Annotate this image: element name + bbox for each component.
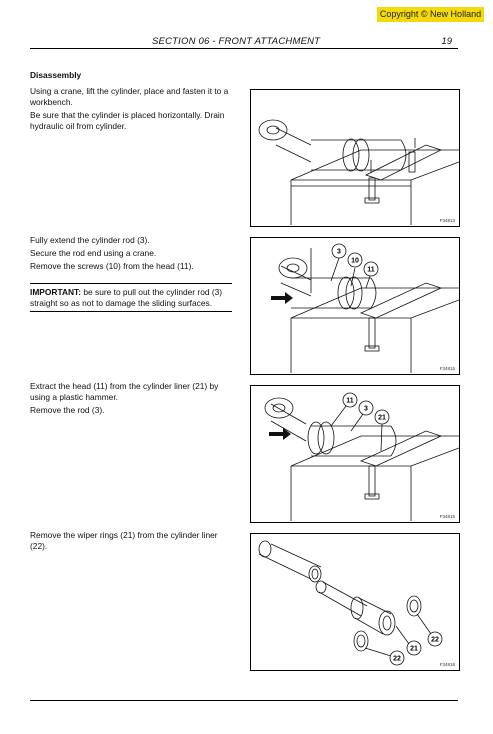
- figure-1: F34813: [250, 89, 460, 227]
- callout-3-circle: [331, 243, 347, 259]
- callout-11-circle: [342, 392, 358, 408]
- callout-22: 22: [431, 637, 439, 644]
- figure-4: 22 21 22 F34818: [250, 533, 460, 671]
- figure-4-drawing: 22 21 22: [258, 540, 443, 666]
- callout-11: 11: [367, 267, 375, 274]
- step-4-paragraph-1: Remove the wiper rings (21) from the cyl…: [30, 530, 218, 551]
- callout-21: 21: [378, 415, 386, 422]
- figure-4-code: F34818: [439, 662, 455, 667]
- step-2-paragraph-3: Remove the screws (10) from the head (11…: [30, 261, 194, 271]
- important-text: be sure to pull out the cylinder rod (3)…: [30, 287, 223, 308]
- callout-3: 3: [364, 406, 368, 413]
- callout-11: 11: [346, 398, 354, 405]
- figure-3-code: F34815: [439, 514, 455, 519]
- callout-10: 10: [351, 258, 359, 265]
- callout-21: 21: [410, 646, 418, 653]
- step-2-paragraph-2: Secure the rod end using a crane.: [30, 248, 157, 258]
- callout-10-circle: [347, 252, 363, 268]
- step-2-text: Fully extend the cylinder rod (3). Secur…: [30, 235, 235, 274]
- figure-2: 3 10 11 F34815: [250, 237, 460, 375]
- figure-1-code: F34813: [439, 218, 455, 223]
- figure-1-drawing: [258, 119, 459, 225]
- figure-3-drawing: 11 3 21: [264, 392, 459, 521]
- section-title: SECTION 06 - FRONT ATTACHMENT: [152, 36, 321, 47]
- step-1-text: Disassembly Using a crane, lift the cyli…: [30, 70, 235, 134]
- callout-3: 3: [337, 249, 341, 256]
- figure-2-drawing: 3 10 11: [271, 243, 459, 373]
- step-2-paragraph-1: Fully extend the cylinder rod (3).: [30, 235, 150, 245]
- figure-2-code: F34815: [439, 366, 455, 371]
- footer-rule: [30, 700, 458, 701]
- page-header: SECTION 06 - FRONT ATTACHMENT 19: [30, 36, 458, 49]
- figure-3: 11 3 21 F34815: [250, 385, 460, 523]
- step-1-heading: Disassembly: [30, 70, 82, 80]
- page-number: 19: [441, 36, 452, 47]
- step-1-paragraph-2: Be sure that the cylinder is placed hori…: [30, 110, 225, 131]
- step-4-text: Remove the wiper rings (21) from the cyl…: [30, 530, 235, 554]
- callout-3-circle: [358, 400, 374, 416]
- callout-22b: 22: [393, 656, 401, 663]
- copyright-badge: Copyright © New Holland: [377, 7, 484, 22]
- step-3-paragraph-2: Remove the rod (3).: [30, 405, 105, 415]
- callout-22-circle: [427, 631, 443, 647]
- step-3-paragraph-1: Extract the head (11) from the cylinder …: [30, 381, 219, 402]
- step-1-paragraph-1: Using a crane, lift the cylinder, place …: [30, 86, 229, 107]
- callout-11-circle: [363, 261, 379, 277]
- step-3-text: Extract the head (11) from the cylinder …: [30, 381, 235, 418]
- important-note: IMPORTANT: be sure to pull out the cylin…: [30, 283, 232, 312]
- callout-21-circle: [406, 640, 422, 656]
- important-label: IMPORTANT:: [30, 287, 82, 297]
- callout-22b-circle: [389, 650, 405, 666]
- callout-21-circle: [374, 409, 390, 425]
